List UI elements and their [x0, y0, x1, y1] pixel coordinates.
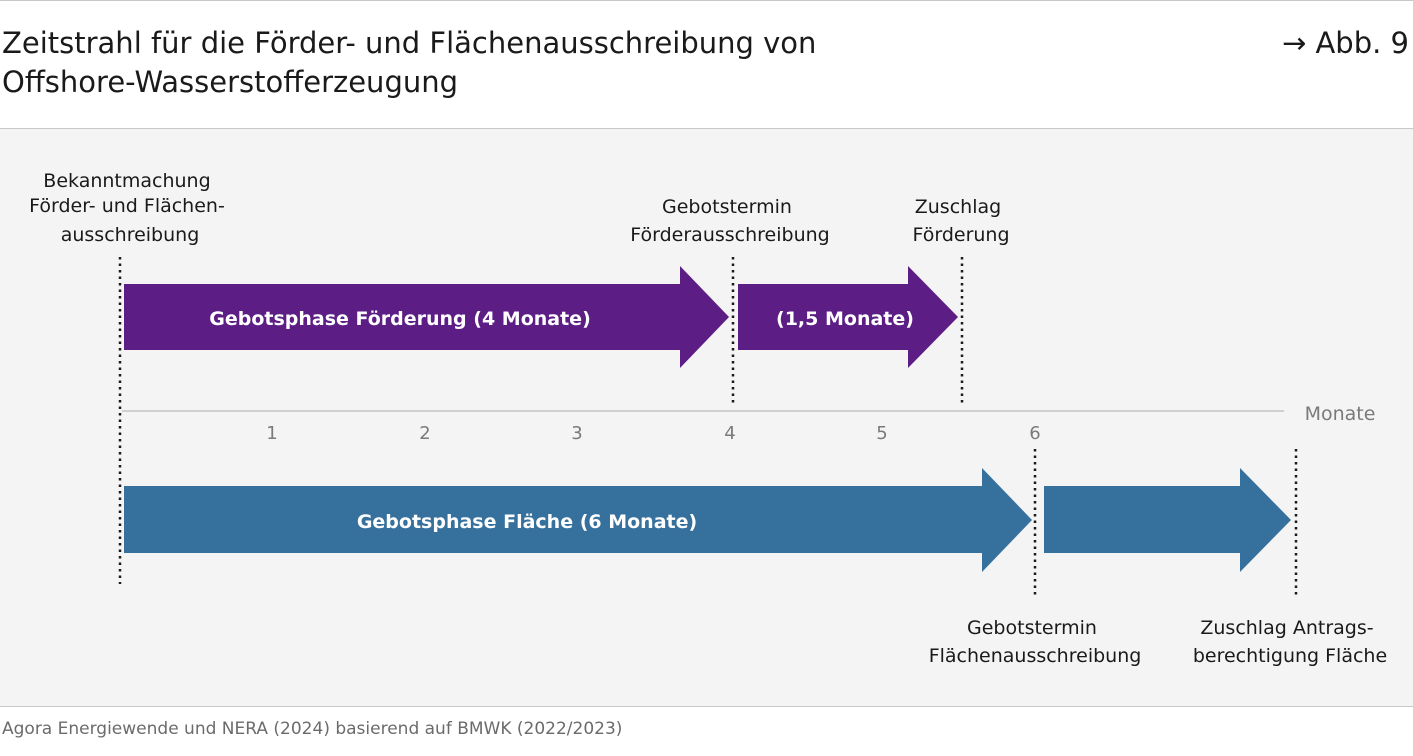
milestone-award-foerder-label: Zuschlag Förderung [912, 196, 1009, 246]
milestone-labels: Bekanntmachung Förder- und Flächen- auss… [29, 170, 1387, 667]
title-line-1: Zeitstrahl für die Förder- und Flächenau… [2, 26, 817, 60]
flaeche-phase-label: Gebotsphase Fläche (6 Monate) [357, 511, 697, 533]
milestone-start-line-3: ausschreibung [61, 224, 200, 246]
milestone-lines [118, 257, 1298, 596]
tick-4: 4 [724, 423, 735, 444]
milestone-award-flaeche-line-1: Zuschlag Antrags- [1200, 617, 1373, 639]
tick-6: 6 [1029, 423, 1040, 444]
milestone-bid-flaeche-line-1: Gebotstermin [967, 617, 1097, 639]
tick-3: 3 [571, 423, 582, 444]
flaeche-phase-arrow [124, 468, 1032, 572]
footer-rule [0, 706, 1413, 707]
axis-label: Monate [1305, 403, 1376, 425]
foerder-phase-arrow [124, 266, 729, 368]
figure-reference: → Abb. 9 [1281, 26, 1409, 60]
foerder-award-label: (1,5 Monate) [776, 308, 914, 330]
milestone-bid-foerder-line-2: Förderausschreibung [630, 224, 829, 246]
milestone-award-foerder-line-1: Zuschlag [915, 196, 1001, 218]
flaeche-award-arrow [1044, 468, 1291, 572]
milestone-bid-foerder-line-1: Gebotstermin [662, 196, 792, 218]
tick-5: 5 [876, 423, 887, 444]
header: Zeitstrahl für die Förder- und Flächenau… [0, 0, 1413, 128]
foerder-award-arrow [738, 266, 958, 368]
milestone-bid-flaeche-line-2: Flächenausschreibung [929, 645, 1142, 667]
figure-title: Zeitstrahl für die Förder- und Flächenau… [2, 24, 902, 102]
milestone-award-flaeche-line-2: berechtigung Fläche [1193, 645, 1387, 667]
source-note: Agora Energiewende und NERA (2024) basie… [2, 719, 623, 739]
milestone-award-flaeche-label: Zuschlag Antrags- berechtigung Fläche [1193, 617, 1387, 667]
top-rule [0, 0, 1413, 1]
timeline-diagram: Monate 1 2 3 4 5 6 Gebotsphase Förderung… [29, 170, 1387, 667]
tick-2: 2 [419, 423, 430, 444]
milestone-bid-flaeche-label: Gebotstermin Flächenausschreibung [929, 617, 1142, 667]
milestone-start-line-2: Förder- und Flächen- [29, 195, 225, 217]
milestone-bid-foerder-label: Gebotstermin Förderausschreibung [630, 196, 829, 246]
title-line-2: Offshore-Wasserstofferzeugung [2, 65, 459, 99]
milestone-start-label: Bekanntmachung Förder- und Flächen- auss… [29, 170, 231, 246]
tick-1: 1 [266, 423, 277, 444]
timeline-panel: Monate 1 2 3 4 5 6 Gebotsphase Förderung… [0, 129, 1413, 706]
axis-ticks: 1 2 3 4 5 6 [266, 423, 1040, 444]
milestone-start-line-1: Bekanntmachung [43, 170, 210, 192]
milestone-award-foerder-line-2: Förderung [912, 224, 1009, 246]
foerder-phase-label: Gebotsphase Förderung (4 Monate) [209, 308, 591, 330]
header-rule [0, 128, 1413, 129]
